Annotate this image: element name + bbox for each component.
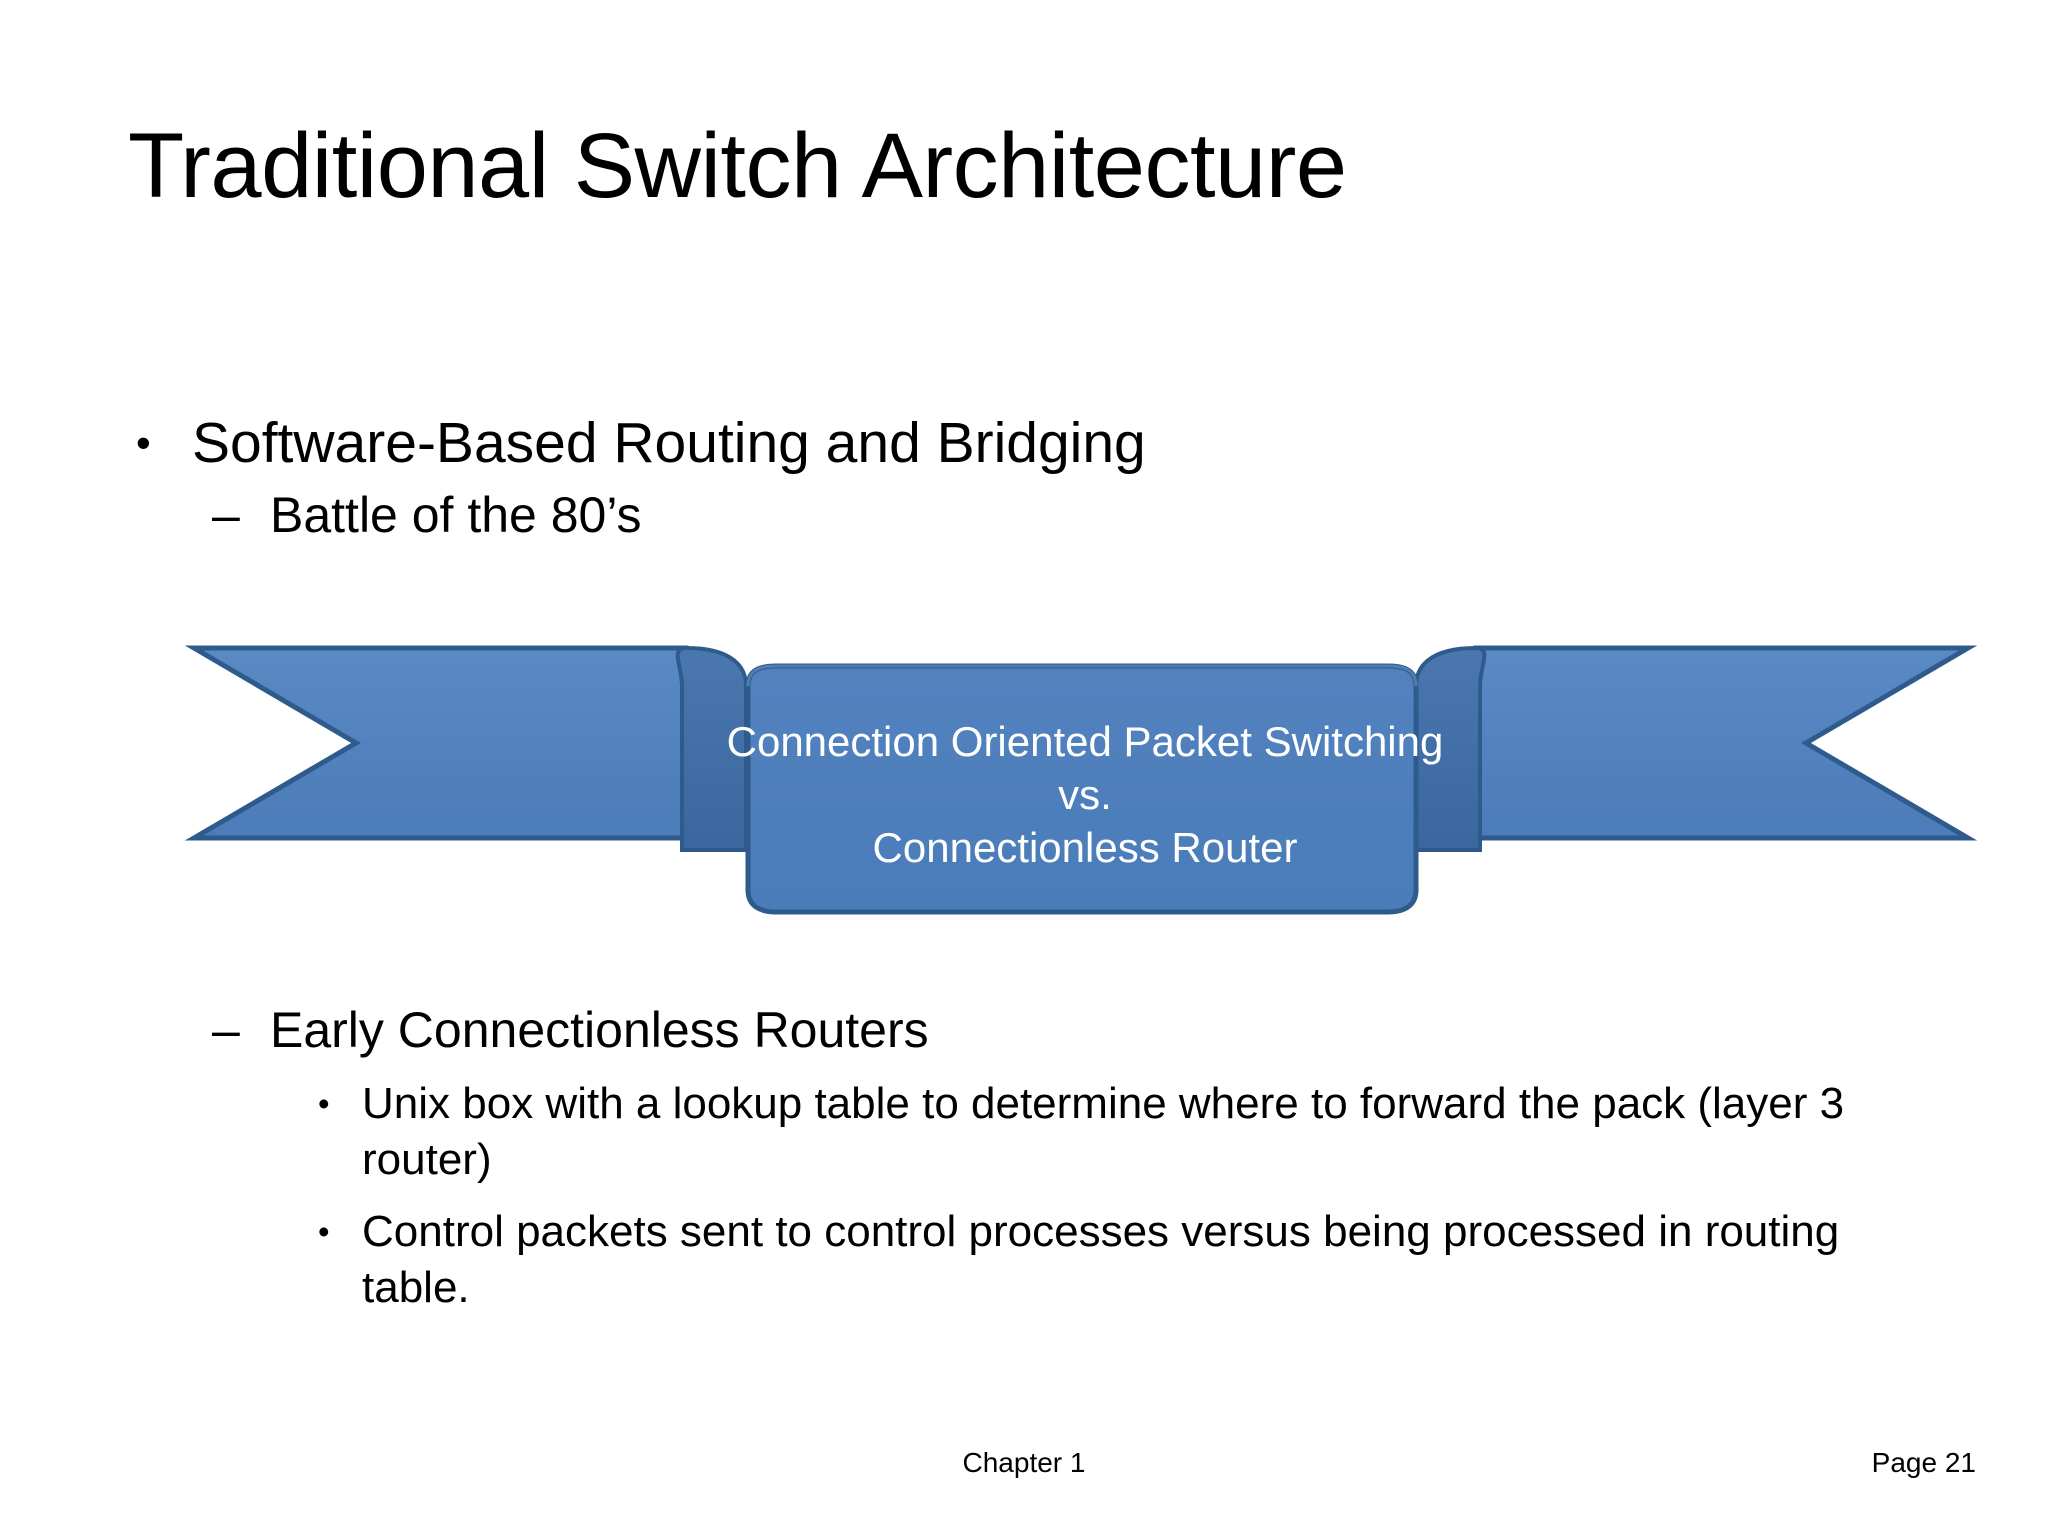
- bullet-text: Battle of the 80’s: [270, 487, 642, 544]
- bullet-text: Unix box with a lookup table to determin…: [362, 1079, 1845, 1184]
- ribbon-band-highlight: [746, 664, 1418, 687]
- bullet-level1-software-based-routing: • Software-Based Routing and Bridging: [120, 410, 1950, 477]
- ribbon-right-fold: [1414, 645, 1487, 852]
- body-content-lower: – Early Connectionless Routers • Unix bo…: [120, 1000, 1950, 1316]
- ribbon-banner: [184, 640, 1978, 940]
- ribbon-left-fold: [675, 645, 748, 852]
- ribbon-right-wing: [1473, 645, 1978, 841]
- body-content-upper: • Software-Based Routing and Bridging – …: [120, 410, 1950, 545]
- bullet-text: Control packets sent to control processe…: [362, 1206, 1840, 1312]
- footer-page-number: Page 21: [1871, 1447, 1976, 1478]
- ribbon-left-wing: [184, 645, 689, 841]
- footer-chapter-label: Chapter 1: [962, 1447, 1086, 1478]
- bullet-marker-icon: •: [136, 419, 151, 466]
- bullet-level2-early-connectionless-routers: – Early Connectionless Routers: [120, 1000, 1950, 1060]
- page-title: Traditional Switch Architecture: [128, 115, 1347, 217]
- bullet-level3-control-packets: • Control packets sent to control proces…: [120, 1204, 1950, 1316]
- bullet-level3-unix-box-lookup-table: • Unix box with a lookup table to determ…: [120, 1076, 1950, 1188]
- bullet-text: Software-Based Routing and Bridging: [192, 411, 1146, 475]
- bullet-marker-icon: •: [318, 1212, 330, 1250]
- ribbon-center-band: [745, 663, 1419, 915]
- bullet-marker-icon: •: [318, 1085, 330, 1122]
- bullet-text: Early Connectionless Routers: [270, 1002, 929, 1058]
- bullet-level2-battle-of-the-80s: – Battle of the 80’s: [120, 485, 1950, 545]
- dash-marker-icon: –: [212, 487, 240, 544]
- dash-marker-icon: –: [212, 1002, 240, 1058]
